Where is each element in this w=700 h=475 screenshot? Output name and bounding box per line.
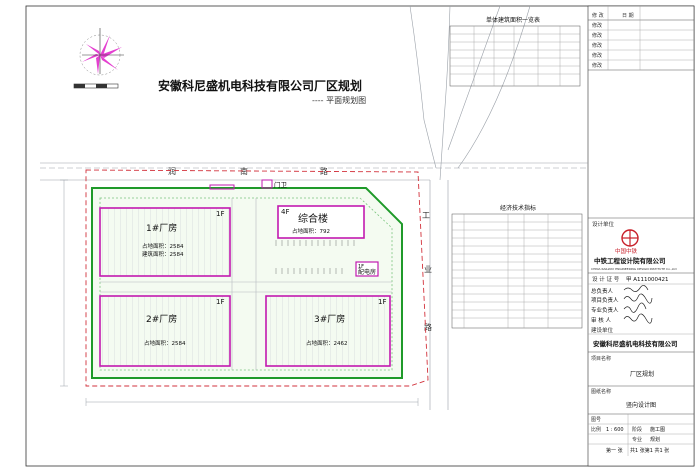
econ-table-title: 经济技术指标 bbox=[500, 204, 536, 212]
road-label-run: 润 bbox=[168, 166, 176, 176]
title-block: 设计单位 中国中铁 中铁工程设计院有限公司 CHINA RAILWAY ENGI… bbox=[588, 217, 694, 456]
role-reviewer: 审 核 人 bbox=[591, 316, 611, 324]
drawing-title: 安徽科尼盛机电科技有限公司厂区规划 bbox=[158, 78, 362, 93]
crcc-logo-icon bbox=[621, 229, 639, 247]
scale-bar bbox=[73, 83, 119, 89]
drawing-subtitle: ---- 平面规划图 bbox=[312, 95, 366, 105]
client-label: 建设单位 bbox=[591, 326, 614, 334]
road-label-gong: 工 bbox=[422, 211, 430, 220]
building-workshop-3: 3#厂房 1F 占地面积：2462 bbox=[265, 295, 391, 367]
project-label: 项目名称 bbox=[591, 355, 611, 362]
dimension-lines bbox=[60, 179, 419, 406]
workshop-3-name: 3#厂房 bbox=[314, 313, 345, 325]
road-label-ye: 业 bbox=[424, 264, 432, 274]
workshop-2-floors: 1F bbox=[216, 298, 224, 306]
workshop-3-floors: 1F bbox=[378, 298, 386, 306]
cert-label: 设 计 证 号 bbox=[592, 275, 620, 283]
building-workshop-1: 1#厂房 1F 占地面积：2584 建筑面积：2584 bbox=[99, 207, 231, 277]
project-name: 厂区规划 bbox=[630, 370, 654, 378]
workshop-1-name: 1#厂房 bbox=[146, 222, 177, 234]
scale-label: 比例 bbox=[591, 426, 601, 433]
road-label-lu: 路 bbox=[320, 166, 328, 176]
revision-table: 修 改 日 期 修改 修改 修改 修改 修改 bbox=[588, 6, 694, 71]
revision-row-1: 修改 bbox=[592, 22, 602, 29]
drawing-label: 图纸名称 bbox=[591, 388, 611, 395]
drawing-no-label: 图号 bbox=[591, 417, 601, 423]
building-office: 综合楼 4F 占地面积：792 bbox=[277, 205, 365, 239]
revision-row-2: 修改 bbox=[592, 32, 602, 39]
cert-number: 甲 A111000421 bbox=[626, 276, 669, 283]
revision-row-3: 修改 bbox=[592, 42, 602, 49]
scale-value: 1 : 600 bbox=[606, 427, 624, 433]
workshop-2-name: 2#厂房 bbox=[146, 313, 177, 325]
revision-header-date: 日 期 bbox=[622, 13, 634, 19]
role-discipline-lead: 专业负责人 bbox=[591, 306, 619, 314]
workshop-3-area: 占地面积：2462 bbox=[306, 339, 348, 347]
building-power-room: 1F 配电房 bbox=[355, 261, 379, 277]
page-right: 共1 张第1 共1 张 bbox=[630, 447, 669, 454]
site-redline bbox=[85, 169, 429, 387]
road-network bbox=[40, 5, 588, 410]
road-label-lu2: 路 bbox=[424, 322, 432, 332]
building-guard-house: 门卫 bbox=[209, 179, 288, 190]
design-company-en: CHINA RAILWAY ENGINEERING DESIGN INSTITU… bbox=[591, 267, 677, 271]
role-project-lead: 项目负责人 bbox=[591, 296, 619, 304]
area-table-title: 单体建筑面积一览表 bbox=[486, 16, 540, 24]
drawing-name: 竖向设计图 bbox=[626, 401, 656, 409]
area-table: 单体建筑面积一览表 bbox=[449, 16, 581, 87]
workshop-2-area: 占地面积：2584 bbox=[144, 339, 186, 347]
client-name: 安徽科尼盛机电科技有限公司 bbox=[593, 339, 678, 348]
office-floors: 4F bbox=[281, 208, 289, 216]
signatures bbox=[623, 285, 653, 324]
parking-area bbox=[275, 240, 355, 274]
compass-rose-icon bbox=[79, 28, 124, 76]
workshop-1-floors: 1F bbox=[216, 210, 224, 218]
workshop-1-gross-area: 建筑面积：2584 bbox=[142, 250, 184, 258]
role-chief: 总负责人 bbox=[591, 287, 614, 295]
economic-indicator-table: 经济技术指标 bbox=[451, 204, 583, 329]
revision-row-4: 修改 bbox=[592, 52, 602, 59]
stage-value: 施工图 bbox=[650, 426, 665, 433]
designer-label: 设计单位 bbox=[592, 220, 615, 228]
building-workshop-2: 2#厂房 1F 占地面积：2584 bbox=[99, 295, 231, 367]
revision-header-change: 修 改 bbox=[592, 12, 604, 19]
guard-house-name: 门卫 bbox=[274, 180, 288, 189]
design-company: 中铁工程设计院有限公司 bbox=[594, 256, 666, 265]
brand-name: 中国中铁 bbox=[615, 247, 638, 255]
office-area: 占地面积：792 bbox=[292, 227, 330, 235]
power-room-floors: 1F bbox=[358, 264, 364, 270]
office-name: 综合楼 bbox=[298, 212, 328, 225]
page-left: 第一 张 bbox=[606, 447, 623, 454]
internal-roads bbox=[100, 198, 392, 370]
power-room-name: 配电房 bbox=[358, 268, 376, 276]
workshop-1-area: 占地面积：2584 bbox=[142, 242, 184, 250]
major-value: 规划 bbox=[650, 436, 660, 443]
major-label: 专业 bbox=[632, 436, 642, 443]
stage-label: 阶段 bbox=[632, 426, 642, 433]
revision-row-5: 修改 bbox=[592, 62, 602, 69]
road-label-nan: 南 bbox=[240, 166, 248, 176]
